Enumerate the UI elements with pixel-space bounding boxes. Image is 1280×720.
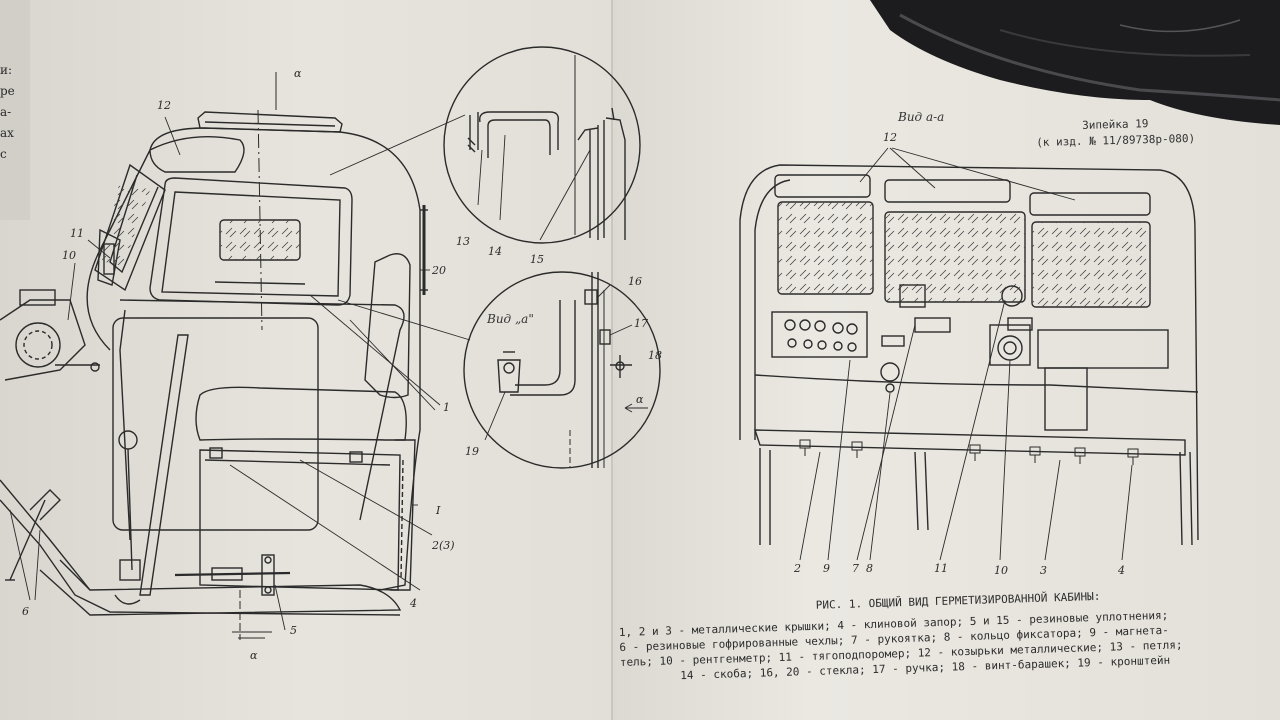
label-11-right: 11 [934,562,948,575]
detail-circle-hinge [443,46,641,244]
reference-block: Зипейка 19 (к изд. № 11/89738р-080) [1036,115,1196,151]
label-view-a: Вид „а" [487,312,534,326]
label-19: 19 [465,445,479,458]
edge-text-line: и: [0,63,13,77]
label-4-right: 4 [1118,564,1125,577]
label-6: 6 [22,605,29,618]
adjacent-page-text: и: ре а- ах с [0,60,15,165]
shoe-object [870,0,1280,125]
label-1: 1 [443,401,450,414]
label-12-right: 12 [883,131,897,144]
label-14: 14 [488,245,502,258]
edge-text-line: ах [0,126,14,140]
label-4: 4 [410,597,417,610]
view-aa-title: Вид а-а [898,110,945,124]
label-7-right: 7 [852,562,859,575]
edge-text-line: с [0,147,7,161]
label-17: 17 [634,317,648,330]
label-alpha-top: α [294,67,302,80]
detail-circle-view-a [463,271,661,469]
label-8-right: 8 [866,562,873,575]
edge-text-line: ре [0,84,15,98]
label-12: 12 [157,99,171,112]
label-18: 18 [648,349,662,362]
label-I: I [436,504,441,517]
label-3-right: 3 [1040,564,1047,577]
label-15: 15 [530,253,544,266]
label-13: 13 [456,235,470,248]
cabin-front-drawing [739,147,1199,561]
label-alpha-bottom: α [250,649,258,662]
edge-text-line: а- [0,105,12,119]
label-10-right: 10 [994,564,1008,577]
label-20: 20 [432,264,446,277]
label-11: 11 [70,227,84,240]
label-2-right: 2 [794,562,801,575]
label-alpha-detail: α [636,393,644,406]
label-16: 16 [628,275,642,288]
cabin-side-drawing [0,72,471,640]
label-2-3: 2(3) [432,539,455,552]
label-10: 10 [62,249,76,262]
label-5: 5 [290,624,297,637]
label-9-right: 9 [823,562,830,575]
